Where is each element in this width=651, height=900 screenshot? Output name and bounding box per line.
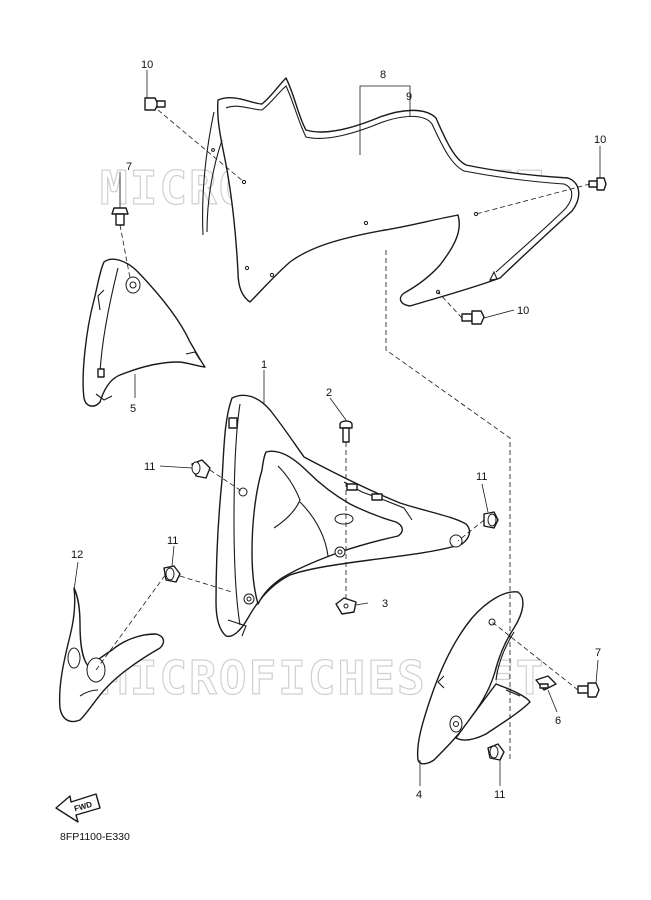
callout-6: 6 — [555, 715, 561, 727]
side-panel-5 — [82, 258, 206, 407]
screw-10-right — [588, 177, 607, 191]
callout-10-bottom: 10 — [517, 305, 529, 317]
callout-9: 9 — [406, 91, 412, 103]
bolt-11-bottom-right — [487, 743, 505, 761]
callout-12: 12 — [71, 549, 83, 561]
callout-11-right: 11 — [476, 471, 487, 483]
callout-10-right: 10 — [594, 134, 606, 146]
screw-10-top-left — [144, 97, 166, 111]
drawing-code: 8FP1100-E330 — [60, 831, 130, 843]
callout-11-bottom-right: 11 — [494, 789, 505, 801]
nut-3 — [335, 597, 357, 615]
callout-7-left: 7 — [126, 161, 132, 173]
callout-11-left: 11 — [144, 461, 155, 473]
callout-8: 8 — [380, 69, 386, 81]
fwd-arrow-icon: FWD — [55, 793, 101, 823]
callout-11-lower-left: 11 — [167, 535, 178, 547]
screw-7-right — [577, 682, 600, 698]
main-cowling-1 — [215, 394, 471, 638]
callout-3: 3 — [382, 598, 388, 610]
windscreen — [202, 77, 580, 307]
screw-7-left — [111, 207, 129, 226]
callout-5: 5 — [130, 403, 136, 415]
callout-7-right: 7 — [595, 647, 601, 659]
bolt-11-left — [191, 459, 211, 479]
callout-10-top-left: 10 — [141, 59, 153, 71]
callout-numbers: 10 8 9 10 10 7 5 1 2 3 11 11 11 12 4 11 … — [71, 59, 606, 801]
screw-10-bottom — [461, 310, 485, 325]
callout-2: 2 — [326, 387, 332, 399]
lower-panel-4 — [416, 591, 531, 765]
fairing-12 — [58, 587, 165, 723]
reference-lines — [73, 70, 601, 786]
bolt-11-lower-left — [163, 565, 181, 583]
screw-2 — [339, 420, 353, 443]
callout-1: 1 — [261, 359, 267, 371]
bolt-11-right — [483, 511, 499, 529]
callout-4: 4 — [416, 789, 422, 801]
clip-nut-6 — [535, 675, 557, 691]
